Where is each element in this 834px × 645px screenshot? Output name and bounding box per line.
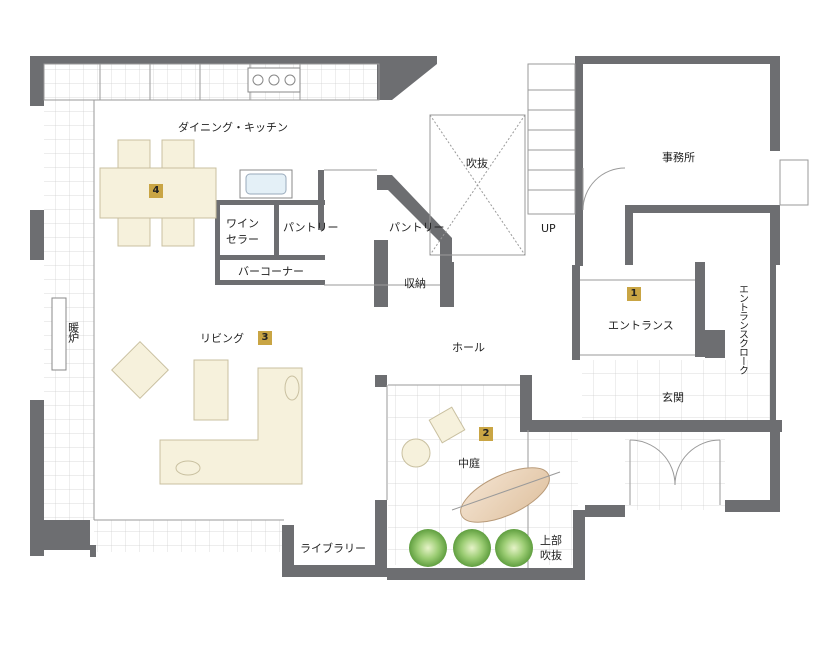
label-fireplace: 暖炉: [66, 322, 80, 342]
badge-entrance: 1: [627, 287, 641, 301]
badge-courtyard: 2: [479, 427, 493, 441]
label-library: ライブラリー: [300, 542, 366, 555]
label-hall: ホール: [452, 341, 485, 354]
label-up: UP: [541, 222, 556, 235]
label-upper-void-2: 吹抜: [540, 549, 562, 562]
label-pantry-right: パントリー: [389, 221, 445, 234]
label-office: 事務所: [662, 151, 695, 164]
fireplace-box: [51, 297, 67, 371]
sink: [239, 169, 293, 199]
kitchen-counter: [247, 67, 301, 93]
label-entrance: エントランス: [608, 319, 674, 332]
label-upper-void-1: 上部: [540, 534, 562, 547]
walls: [30, 56, 782, 580]
label-wine-cellar-2: セラー: [226, 233, 259, 246]
label-living: リビング: [200, 332, 244, 345]
badge-dining: 4: [149, 184, 163, 198]
label-entrance-cloak: エントランスクローク: [736, 284, 748, 374]
label-bar-corner: バーコーナー: [238, 265, 304, 278]
label-storage: 収納: [404, 277, 426, 290]
shrubs: [409, 529, 533, 567]
label-fukinuke: 吹抜: [466, 157, 488, 170]
label-pantry-left: パントリー: [283, 221, 339, 234]
living-furniture: [111, 341, 303, 485]
tiled-floors: [44, 64, 772, 565]
label-dining-kitchen: ダイニング・キッチン: [178, 121, 288, 134]
label-courtyard: 中庭: [458, 457, 480, 470]
label-genkan: 玄関: [662, 391, 684, 404]
label-wine-cellar-1: ワイン: [226, 217, 259, 230]
badge-living: 3: [258, 331, 272, 345]
courtyard-furniture: [401, 406, 561, 523]
